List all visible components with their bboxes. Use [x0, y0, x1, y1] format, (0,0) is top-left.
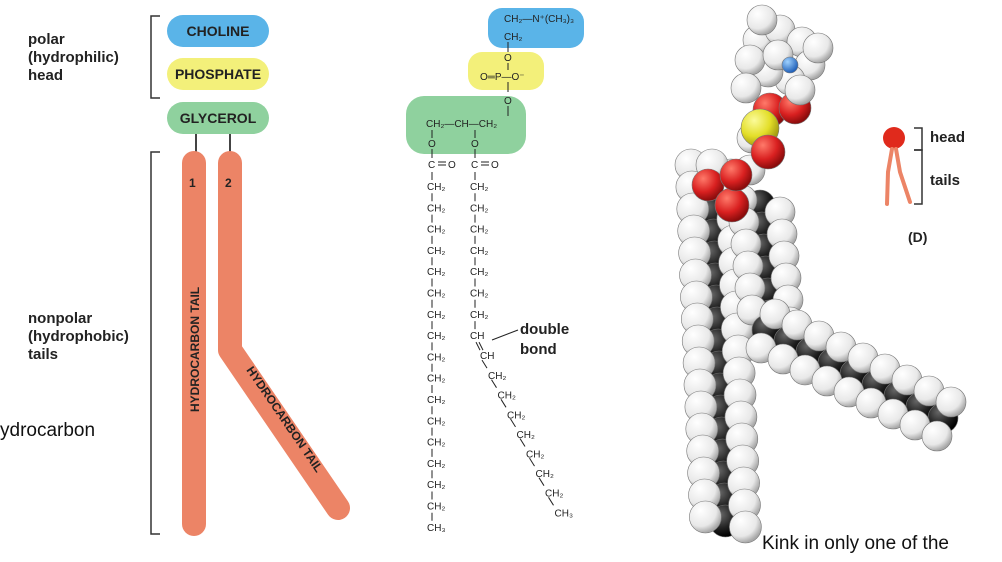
chain1-ch2: CH₂ — [427, 331, 445, 342]
chain2-ch2: CH₂ — [526, 450, 544, 461]
saturated-chain: CH₂ CH₂ CH₂ CH₂ CH₂ CH₂ CH₂ CH₂ CH₂ CH₂ CH₂ CH₂ CH₂ C… — [427, 172, 446, 534]
phosphate-box: PHOSPHATE — [167, 58, 269, 90]
chain1-ch2: CH₂ — [427, 352, 445, 363]
chain2-ch: CH — [470, 331, 484, 342]
hydrogen-atom — [746, 4, 778, 36]
chain2-ch2: CH₂ — [470, 310, 488, 321]
tail-label-1: HYDROCARBON TAIL — [188, 287, 202, 412]
lipid-legend-icon — [883, 127, 923, 206]
structural-formula: CH₂—N⁺(CH₃)₃ CH₂ O O═P—O⁻ O CH₂—CH—CH₂ O… — [406, 8, 584, 534]
nitrogen-atom — [781, 56, 799, 74]
cropped-side-text: ydrocarbon — [0, 420, 96, 441]
oxygen-atom — [714, 187, 750, 223]
phosphate-o-top: O — [504, 53, 512, 64]
glycerol-box: GLYCEROL — [167, 102, 269, 134]
chain2-ch2: CH₂ — [517, 430, 535, 441]
hydrocarbon-tails: 1 2 HYDROCARBON TAIL HYDROCARBON TAIL — [182, 134, 350, 536]
chain2-ch2: CH₂ — [470, 182, 488, 193]
chain2-ch2: CH₂ — [545, 489, 563, 500]
hydrogen-atom — [784, 74, 816, 106]
carbonyl-o-1: O — [448, 160, 456, 171]
chain1-ch2: CH₂ — [427, 502, 445, 513]
chain2-ch: CH — [480, 351, 494, 362]
carbonyl-c-2: C — [471, 160, 478, 171]
chain1-ch2: CH₂ — [427, 480, 445, 491]
chain1-ch2: CH₂ — [427, 459, 445, 470]
chain1-ch2: CH₂ — [427, 374, 445, 385]
hydrogen-atom — [802, 32, 834, 64]
hydrogen-atom — [734, 44, 766, 76]
oxygen-atom — [719, 158, 753, 192]
carbonyl-c-1: C — [428, 160, 435, 171]
left-brackets — [150, 15, 160, 535]
chain2-ch3: CH₃ — [555, 508, 574, 519]
hydrogen-atom — [935, 386, 967, 418]
carbonyl-o-2: O — [491, 160, 499, 171]
chain2-ch2: CH₂ — [470, 267, 488, 278]
legend-head-label: head — [930, 129, 966, 146]
chain2-ch2: CH₂ — [470, 225, 488, 236]
tail-number-2: 2 — [225, 176, 232, 190]
phosphate-line: O═P—O⁻ — [480, 72, 525, 83]
caption: Kink in only one of the — [762, 533, 949, 554]
chain2-ch2: CH₂ — [488, 371, 506, 382]
panel-letter: (D) — [908, 229, 928, 245]
tails-icon — [885, 147, 912, 206]
chain1-ch2: CH₂ — [427, 182, 445, 193]
chain2-ch2: CH₂ — [507, 410, 525, 421]
tail-2 — [218, 151, 350, 520]
polar-head-label: polar (hydrophilic) head — [28, 31, 119, 84]
chain1-ch2: CH₂ — [427, 310, 445, 321]
chain1-ch2: CH₂ — [427, 395, 445, 406]
ester-o-2: O — [471, 139, 479, 150]
double-bond-label-2: bond — [520, 341, 557, 358]
chain2-ch2: CH₂ — [498, 391, 516, 402]
chain2-ch2: CH₂ — [470, 203, 488, 214]
glycerol-line: CH₂—CH—CH₂ — [426, 119, 497, 130]
hydrogen-atom — [689, 500, 722, 534]
double-bond-label-1: double — [520, 321, 569, 338]
chain1-ch2: CH₂ — [427, 267, 445, 278]
legend-tails-label: tails — [930, 172, 961, 189]
chain2-ch2: CH₂ — [536, 469, 554, 480]
tail-label-2: HYDROCARBON TAIL — [244, 364, 326, 475]
glycerol-group-box — [406, 96, 526, 154]
chain1-ch2: CH₂ — [427, 289, 445, 300]
chain1-ch2: CH₂ — [427, 203, 445, 214]
choline-box: CHOLINE — [167, 15, 269, 47]
hydrogen-atom — [921, 420, 953, 452]
ester-o-1: O — [428, 139, 436, 150]
chain1-ch2: CH₂ — [427, 438, 445, 449]
chain1-ch2: CH₂ — [427, 246, 445, 257]
head-icon — [883, 127, 905, 149]
oxygen-atom — [750, 134, 786, 170]
unsaturated-chain: CH₂ CH₂ CH₂ CH₂ CH₂ CH₂ CH₂ CH CH CH₂ CH₂ CH₂ CH₂ CH₂… — [470, 172, 573, 519]
space-filling-model — [674, 4, 967, 544]
phosphate-o-bottom: O — [504, 96, 512, 107]
phosphate-group-box — [468, 52, 544, 90]
choline-line: CH₂—N⁺(CH₃)₃ — [504, 14, 574, 25]
choline-ch2: CH₂ — [504, 32, 522, 43]
chain2-ch2: CH₂ — [470, 246, 488, 257]
chain1-ch3: CH₃ — [427, 523, 446, 534]
choline-group-box — [488, 8, 584, 48]
nonpolar-tails-label: nonpolar (hydrophobic) tails — [28, 310, 129, 363]
hydrogen-atom — [729, 510, 762, 544]
chain2-ch2: CH₂ — [470, 289, 488, 300]
hydrogen-atom — [730, 72, 762, 104]
tail-number-1: 1 — [189, 176, 196, 190]
chain1-ch2: CH₂ — [427, 416, 445, 427]
chain1-ch2: CH₂ — [427, 225, 445, 236]
